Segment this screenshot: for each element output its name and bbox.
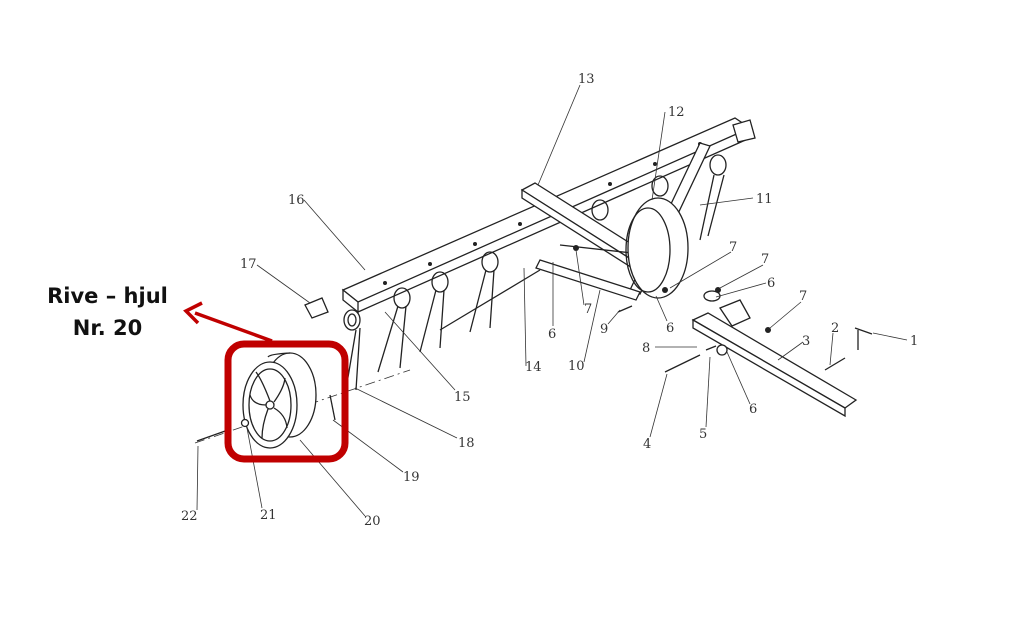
part-label-9: 9	[600, 322, 608, 337]
part-label-20: 20	[364, 514, 381, 529]
part-label-4: 4	[643, 437, 651, 452]
rake-frame	[341, 117, 752, 331]
part-label-16: 16	[288, 193, 305, 208]
callout-title: Rive – hjul	[47, 284, 168, 308]
leader-lines	[196, 84, 908, 517]
part-label-6: 6	[666, 321, 674, 336]
spring-tines	[304, 119, 756, 396]
part-label-15: 15	[454, 390, 471, 405]
part-label-14: 14	[525, 360, 542, 375]
part-label-7: 7	[799, 289, 807, 304]
wheel-highlight	[183, 301, 349, 463]
part-label-11: 11	[756, 192, 773, 207]
part-label-8: 8	[642, 341, 650, 356]
part-label-22: 22	[181, 509, 198, 524]
arrow-head-icon	[183, 301, 203, 325]
part-label-1: 1	[910, 334, 918, 349]
part-numbers: 13 12 11 16 17 7 7 6 7 1 2 3 8 4 5 6 9 6…	[181, 72, 918, 529]
drawbar	[573, 245, 873, 418]
part-label-5: 5	[699, 427, 707, 442]
part-label-7: 7	[761, 252, 769, 267]
part-label-2: 2	[831, 321, 839, 336]
part-label-3: 3	[802, 334, 810, 349]
part-label-6: 6	[749, 402, 757, 417]
part-label-6: 6	[548, 327, 556, 342]
part-label-12: 12	[668, 105, 685, 120]
part-label-13: 13	[578, 72, 595, 87]
part-label-10: 10	[568, 359, 585, 374]
callout-part-number: Nr. 20	[72, 316, 143, 340]
part-label-7: 7	[584, 302, 592, 317]
part-label-17: 17	[240, 257, 257, 272]
highlight-box	[224, 340, 349, 463]
part-label-18: 18	[458, 436, 475, 451]
part-label-19: 19	[403, 470, 420, 485]
part-label-7: 7	[729, 240, 737, 255]
wheel-part-20	[196, 352, 336, 449]
part-label-6: 6	[767, 276, 775, 291]
part-label-21: 21	[260, 508, 277, 523]
callout-arrow	[194, 311, 273, 343]
